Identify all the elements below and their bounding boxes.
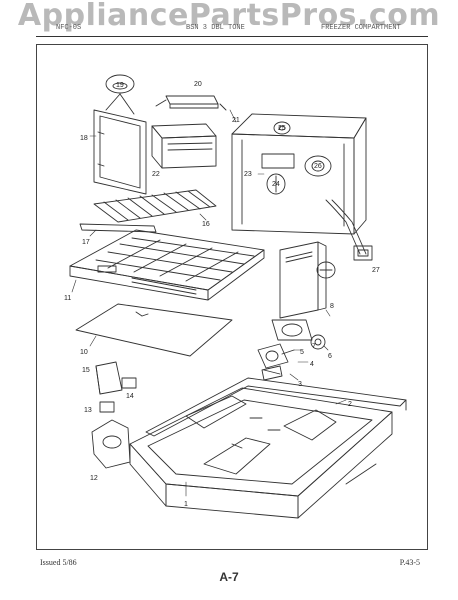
callout-labels: 19 20 21 18 22 16 17 11 10 1 2 3 4 5 6 7… bbox=[64, 81, 380, 508]
page-header: NFC-0S BSN 3 DBL TONE FREEZER COMPARTMEN… bbox=[36, 24, 428, 34]
callout-1: 1 bbox=[184, 501, 188, 508]
part-20-bar bbox=[155, 95, 227, 111]
callout-15: 15 bbox=[82, 367, 90, 374]
callout-19: 19 bbox=[116, 82, 124, 89]
header-title: BSN 3 DBL TONE bbox=[186, 24, 245, 32]
door-frame bbox=[93, 109, 147, 195]
page-code: P.43-5 bbox=[399, 558, 420, 567]
exploded-parts-diagram: 19 20 21 18 22 16 17 11 10 1 2 3 4 5 6 7… bbox=[64, 74, 407, 519]
callout-13: 13 bbox=[84, 407, 92, 414]
callout-26: 26 bbox=[314, 163, 322, 170]
shelf-trim bbox=[79, 223, 157, 233]
leader-lines bbox=[71, 109, 347, 497]
wire-shelf bbox=[93, 189, 217, 223]
callout-4: 4 bbox=[310, 361, 314, 368]
callout-27: 27 bbox=[372, 267, 380, 274]
callout-3: 3 bbox=[298, 381, 302, 388]
fan-assembly bbox=[257, 319, 326, 381]
page-number: A-7 bbox=[219, 570, 239, 584]
callout-8: 8 bbox=[330, 303, 334, 310]
insulation-pad bbox=[75, 303, 233, 357]
callout-21: 21 bbox=[232, 117, 240, 124]
callout-5: 5 bbox=[300, 349, 304, 356]
callout-23: 23 bbox=[244, 171, 252, 178]
header-rule bbox=[36, 36, 428, 37]
callout-24: 24 bbox=[272, 181, 280, 188]
callout-14: 14 bbox=[126, 393, 134, 400]
callout-18: 18 bbox=[80, 135, 88, 142]
callout-10: 10 bbox=[80, 349, 88, 356]
small-parts-left bbox=[91, 361, 137, 469]
callout-2: 2 bbox=[348, 401, 352, 408]
callout-17: 17 bbox=[82, 239, 90, 246]
part-22-bucket bbox=[151, 123, 217, 169]
header-section: FREEZER COMPARTMENT bbox=[321, 24, 401, 32]
part-19-badge bbox=[105, 74, 135, 115]
callout-16: 16 bbox=[202, 221, 210, 228]
header-model: NFC-0S bbox=[56, 24, 82, 32]
diagram-frame bbox=[36, 44, 428, 550]
watermark-text: AppliancePartsPros.com bbox=[17, 0, 441, 33]
bottom-pan bbox=[129, 377, 407, 519]
callout-6: 6 bbox=[328, 353, 332, 360]
callout-11: 11 bbox=[64, 295, 71, 302]
air-duct bbox=[279, 241, 336, 319]
callout-12: 12 bbox=[90, 475, 98, 482]
callout-7: 7 bbox=[312, 343, 316, 350]
callout-22: 22 bbox=[152, 171, 160, 178]
callout-25: 25 bbox=[278, 125, 286, 132]
issued-date: Issued 5/86 bbox=[40, 558, 77, 567]
callout-20: 20 bbox=[194, 81, 202, 88]
evaporator-tray bbox=[69, 229, 265, 301]
freezer-liner bbox=[231, 113, 373, 261]
